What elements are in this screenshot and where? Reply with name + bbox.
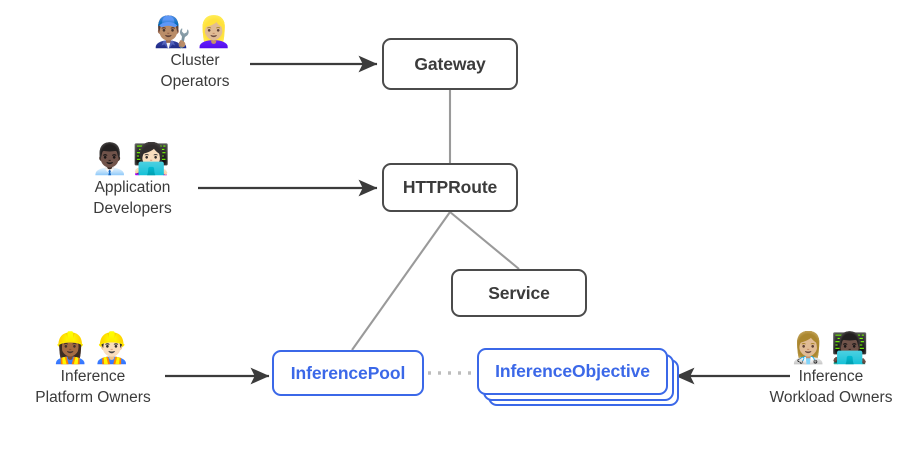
node-httproute[interactable]: HTTPRoute — [382, 163, 518, 212]
persona-inference-workload-owners: 👩🏼‍⚕️👨🏿‍💻 Inference Workload Owners — [760, 331, 902, 408]
node-inferenceobjective[interactable]: InferenceObjective — [477, 348, 668, 395]
node-service-label: Service — [488, 282, 550, 303]
node-inferencepool-label: InferencePool — [290, 362, 406, 383]
node-inferencepool[interactable]: InferencePool — [272, 350, 424, 396]
persona-cluster-operators: 👨🏽‍🔧👱🏼‍♀️ Cluster Operators — [130, 15, 260, 92]
inference-platform-owners-label: Inference Platform Owners — [35, 368, 151, 406]
application-developers-label: Application Developers — [93, 179, 172, 217]
cluster-operators-emoji-icons: 👨🏽‍🔧👱🏼‍♀️ — [153, 15, 237, 50]
node-service[interactable]: Service — [451, 269, 587, 317]
application-developers-emoji-icons: 👨🏿‍💼👩🏻‍💻 — [91, 142, 174, 177]
persona-application-developers: 👨🏿‍💼👩🏻‍💻 Application Developers — [65, 142, 200, 219]
inference-workload-owners-emoji-icons: 👩🏼‍⚕️👨🏿‍💻 — [789, 331, 873, 366]
persona-inference-platform-owners: 👷🏾‍♀️👷🏻‍♂️ Inference Platform Owners — [18, 331, 168, 408]
node-inferenceobjective-stack[interactable]: InferenceObjective — [477, 348, 679, 406]
inference-platform-owners-emoji-icons: 👷🏾‍♀️👷🏻‍♂️ — [51, 331, 135, 366]
node-inferenceobjective-label: InferenceObjective — [495, 361, 650, 381]
edge-httproute-to-inferencepool — [351, 211, 451, 351]
node-gateway-label: Gateway — [414, 53, 486, 74]
cluster-operators-label: Cluster Operators — [160, 52, 230, 90]
inference-workload-owners-label: Inference Workload Owners — [769, 368, 893, 406]
node-httproute-label: HTTPRoute — [402, 177, 498, 197]
node-gateway[interactable]: Gateway — [382, 38, 518, 90]
edge-httproute-to-service — [449, 211, 520, 270]
